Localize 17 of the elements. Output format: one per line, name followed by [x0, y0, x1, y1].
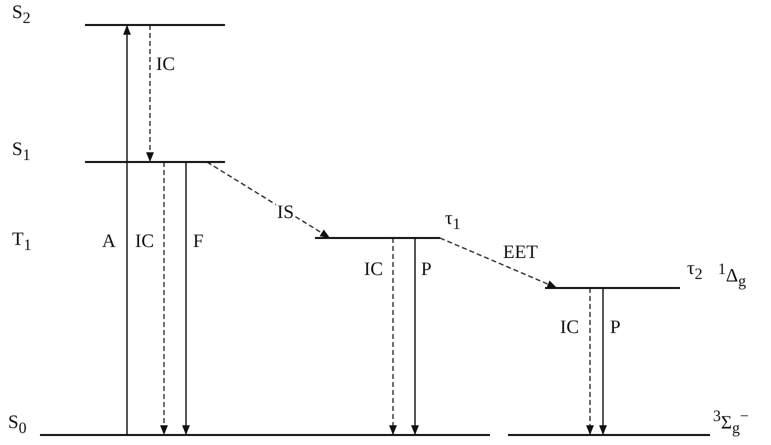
arrow: [599, 288, 607, 435]
arrow: [440, 237, 558, 289]
arrow: [146, 25, 154, 162]
arrow: [411, 238, 419, 435]
state-label: τ$_{1}$: [445, 209, 461, 235]
lifetime-label: τ$_{2}$: [687, 259, 703, 285]
arrow: [123, 25, 131, 435]
arrow: [586, 288, 594, 435]
state-label: S$_{1}$: [12, 140, 30, 166]
arrow: [206, 161, 330, 239]
state-label: S$_{2}$: [12, 3, 30, 29]
arrow: [389, 238, 397, 435]
arrow: [182, 162, 190, 435]
state-label: T$_{1}$: [12, 230, 32, 256]
arrow: [160, 162, 168, 435]
state-label: S$_{0}$: [8, 413, 26, 439]
state-label: $^{1}$Δ$_{g}$: [718, 260, 746, 292]
